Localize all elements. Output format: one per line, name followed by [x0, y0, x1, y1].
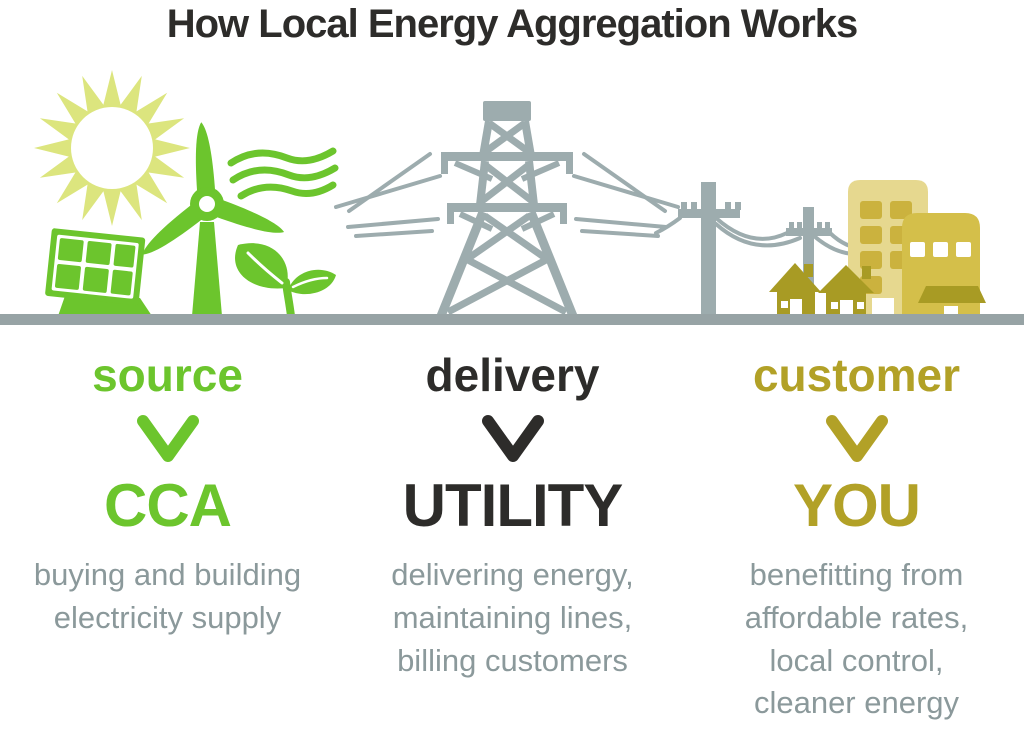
delivery-label: delivery	[425, 349, 600, 401]
down-chevron-icon	[345, 412, 680, 466]
ground-line	[0, 314, 1024, 325]
house-icon	[818, 265, 874, 316]
wind-swoosh-icon	[227, 147, 339, 200]
power-wires	[654, 216, 878, 256]
utility-pole-icon	[786, 207, 832, 316]
wind-turbine-icon	[142, 122, 285, 316]
cca-entity-label: CCA	[104, 472, 232, 539]
delivery-description: delivering energy, maintaining lines, bi…	[391, 557, 634, 678]
power-lines-icon	[334, 152, 680, 238]
utility-entity-label: UTILITY	[402, 472, 624, 539]
you-entity-label: YOU	[792, 472, 921, 539]
customer-description: benefitting from affordable rates, local…	[744, 557, 969, 721]
source-description: buying and building electricity supply	[33, 557, 302, 635]
sprout-icon	[235, 243, 336, 320]
column-customer: customer YOU benefitting from affordable…	[689, 342, 1024, 725]
transmission-tower-icon	[436, 101, 578, 318]
solar-panel-icon	[45, 228, 152, 316]
column-delivery: delivery UTILITY delivering energy, main…	[345, 342, 680, 682]
down-chevron-icon	[0, 412, 335, 466]
storefront-building-icon	[902, 213, 986, 316]
utility-pole-icon	[678, 182, 741, 316]
page-title: How Local Energy Aggregation Works	[166, 2, 859, 46]
sun-icon	[34, 70, 190, 226]
source-label: source	[92, 349, 243, 401]
column-source: source CCA buying and building electrici…	[0, 342, 335, 640]
customer-label: customer	[752, 349, 961, 401]
down-chevron-icon	[689, 412, 1024, 466]
illustration-band	[0, 70, 1024, 325]
house-icon	[769, 263, 821, 316]
